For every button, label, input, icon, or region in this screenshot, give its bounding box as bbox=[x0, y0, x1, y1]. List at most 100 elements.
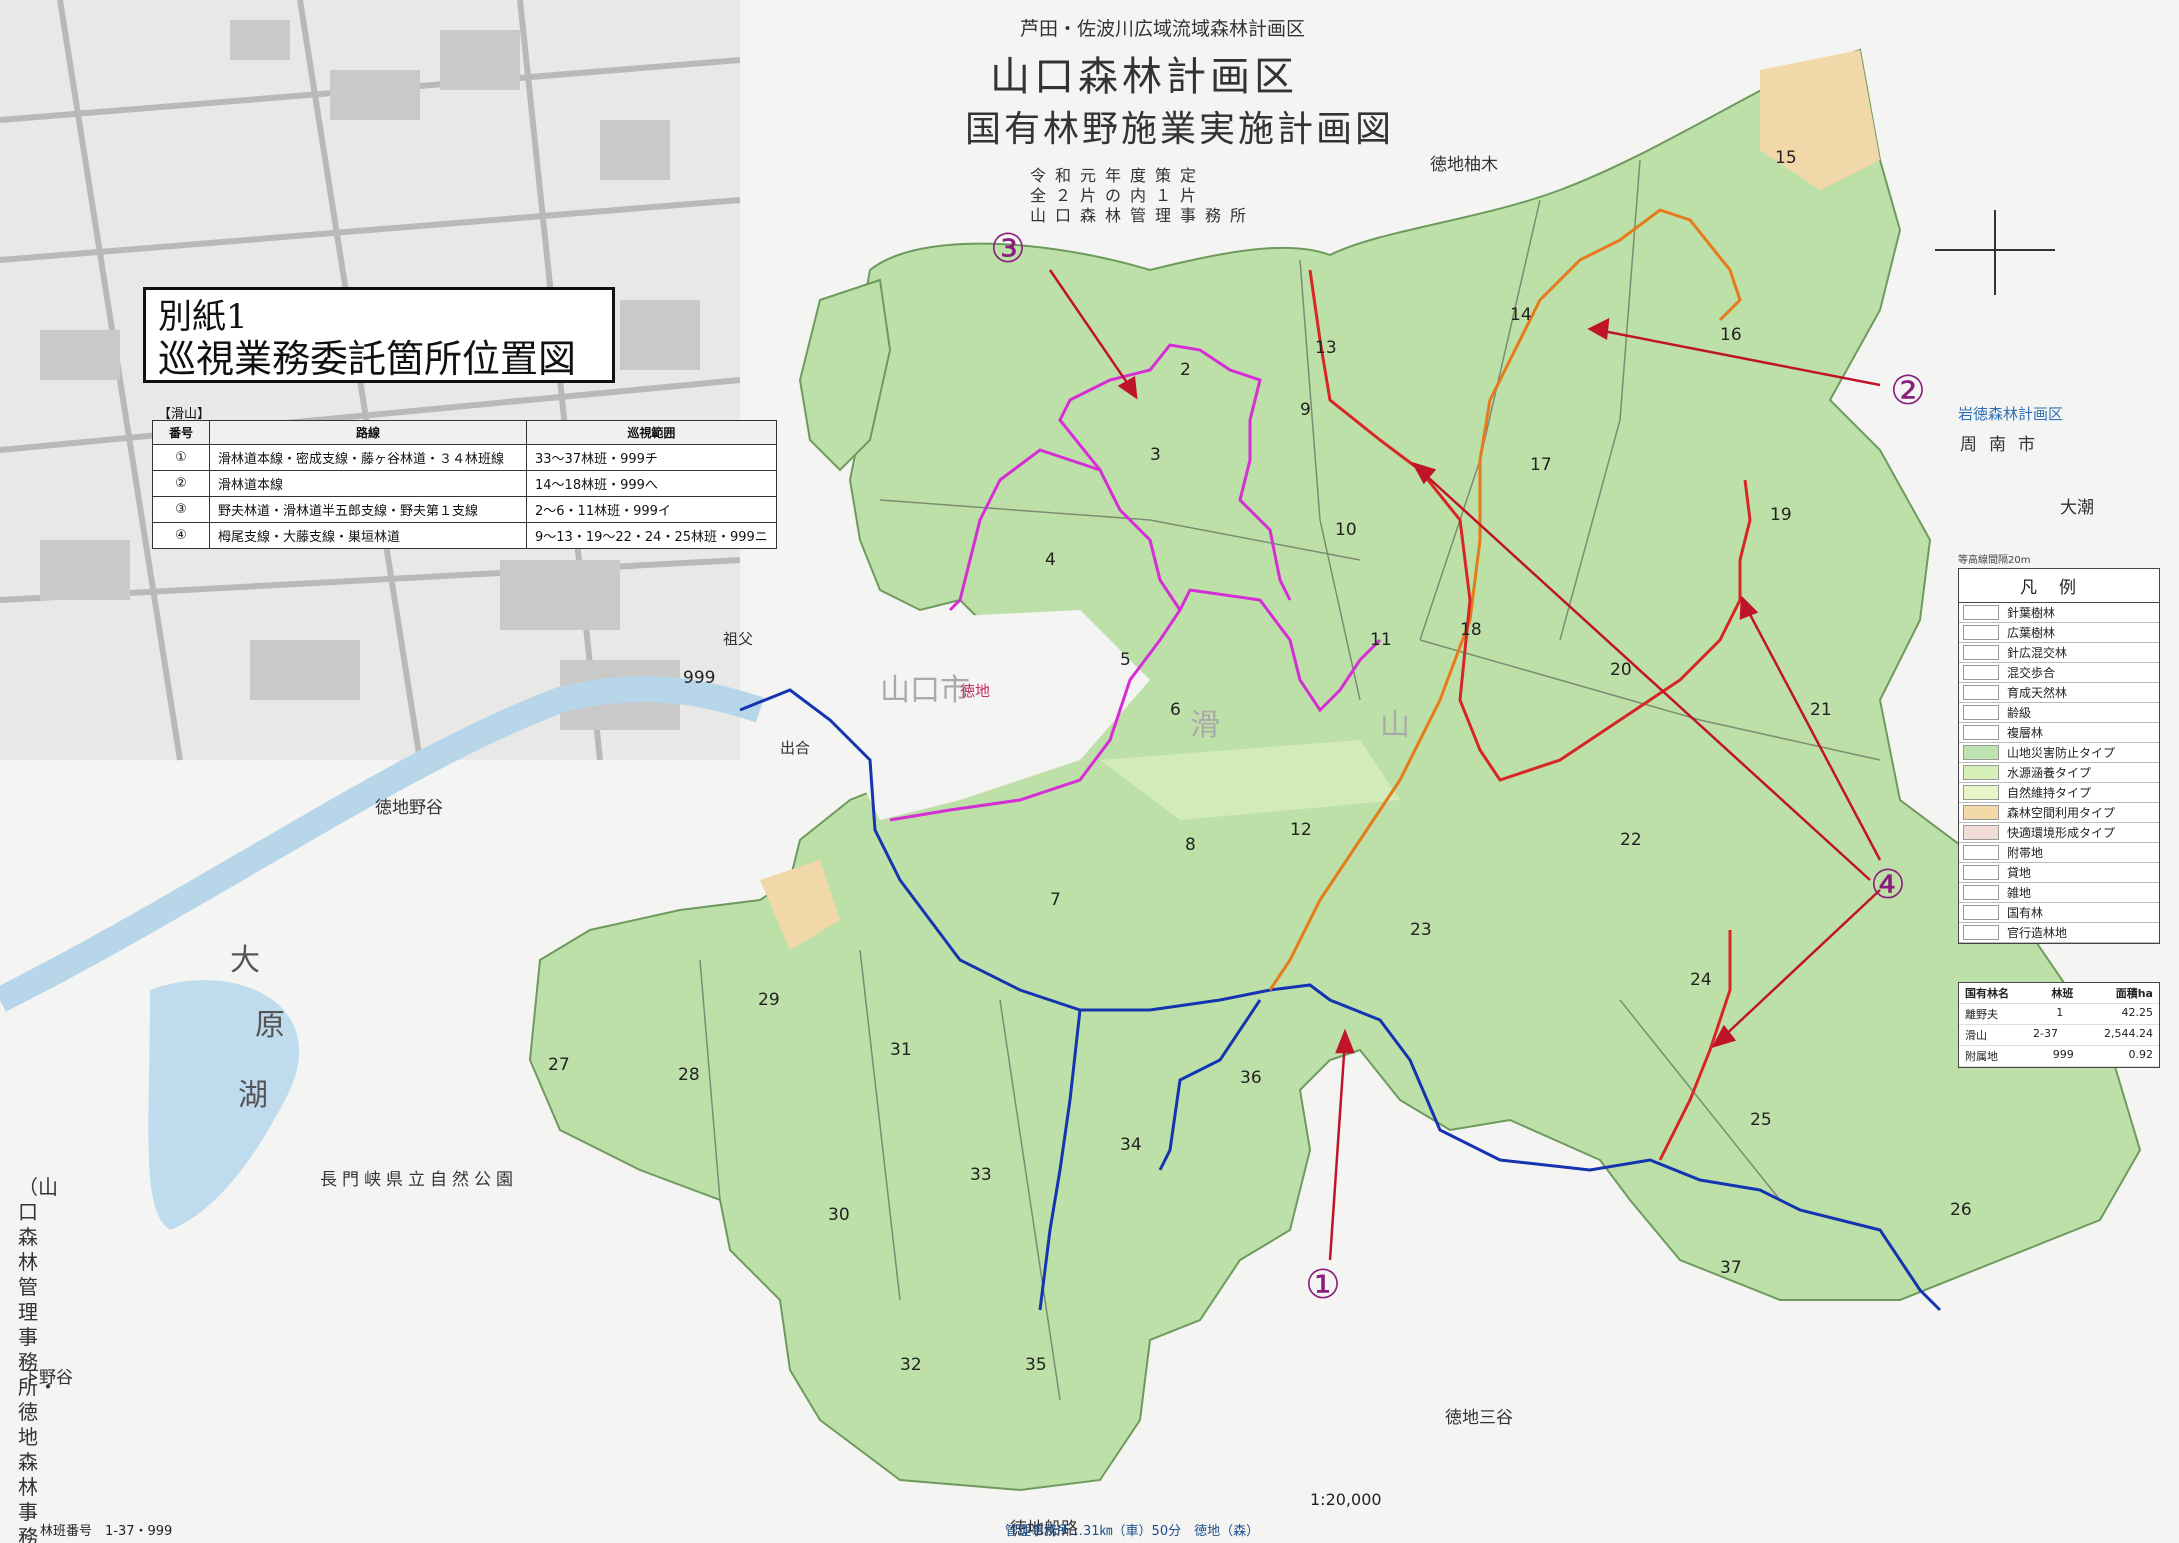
compartment-number: 5 bbox=[1120, 650, 1131, 670]
legend-label: 国有林 bbox=[2007, 906, 2044, 920]
office-side-note: （山口森林管理事務所・徳地森林事務所） bbox=[18, 1175, 58, 1543]
place-nagato-park: 長門峡県立自然公園 bbox=[320, 1170, 518, 1190]
legend-item: 育成天然林 bbox=[1959, 683, 2159, 703]
legend-item: 国有林 bbox=[1959, 903, 2159, 923]
routes-heading: 【滑山】 bbox=[158, 407, 211, 422]
compartment-number: 35 bbox=[1025, 1355, 1047, 1375]
legend-label: 山地災害防止タイプ bbox=[2007, 746, 2116, 760]
legend-label: 針葉樹林 bbox=[2007, 606, 2056, 620]
compartment-number: 10 bbox=[1335, 520, 1357, 540]
place-sobu: 祖父 bbox=[723, 630, 754, 648]
place-noyadani: 徳地野谷 bbox=[375, 798, 443, 818]
compartment-number: 32 bbox=[900, 1355, 922, 1375]
legend-item: 水源涵養タイプ bbox=[1959, 763, 2159, 783]
legend-label: 針広混交林 bbox=[2007, 646, 2068, 660]
legend-swatch bbox=[1963, 645, 1999, 660]
legend-swatch bbox=[1963, 765, 1999, 780]
route-1-branch-b bbox=[1158, 999, 1262, 1171]
legend-swatch bbox=[1963, 625, 1999, 640]
legend-item: 山地災害防止タイプ bbox=[1959, 743, 2159, 763]
route-name: 滑林道本線・密成支線・藤ヶ谷林道・３４林班線 bbox=[209, 444, 527, 471]
route-name: 野夫林道・滑林道半五郎支線・野夫第１支線 bbox=[209, 496, 527, 523]
compartment-number: 3 bbox=[1150, 445, 1161, 465]
compartment-number: 14 bbox=[1510, 305, 1532, 325]
table-row: ③ 野夫林道・滑林道半五郎支線・野夫第１支線 2〜6・11林班・999イ bbox=[152, 496, 777, 523]
map-scale: 1:20,000 bbox=[1310, 1490, 1382, 1509]
compartment-number: 16 bbox=[1720, 325, 1742, 345]
area-name: 離野夫 bbox=[1965, 1008, 1998, 1021]
legend-label: 齢級 bbox=[2007, 706, 2032, 720]
forest-detached bbox=[798, 278, 892, 472]
plan-region-subtitle: 芦田・佐波川広域流域森林計画区 bbox=[1020, 18, 1306, 40]
compartment-number: 33 bbox=[970, 1165, 992, 1185]
callout-3: ③ bbox=[990, 226, 1026, 272]
compartment-number: 8 bbox=[1185, 835, 1196, 855]
legend-label: 水源涵養タイプ bbox=[2007, 766, 2092, 780]
plan-line-1: 令和元年度策定 bbox=[1030, 166, 1206, 185]
compartment-number: 999 bbox=[683, 668, 716, 688]
town-blocks bbox=[40, 20, 700, 730]
legend-label: 官行造林地 bbox=[2007, 926, 2068, 940]
place-lake-1: 大 bbox=[230, 943, 260, 978]
contour-note: 等高線間隔20m bbox=[1958, 555, 2031, 566]
watershed-zone bbox=[1100, 740, 1400, 820]
map-title: 山口森林計画区 bbox=[990, 54, 1298, 100]
route-1-branch-a bbox=[1038, 1009, 1082, 1311]
legend-label: 育成天然林 bbox=[2007, 686, 2068, 700]
area-compartment: 1 bbox=[2056, 1006, 2064, 1019]
area-header: 林班 bbox=[2051, 987, 2074, 1000]
legend-label: 複層林 bbox=[2007, 726, 2044, 740]
place-shunan: 周南市 bbox=[1960, 435, 2047, 455]
compartment-number: 6 bbox=[1170, 700, 1181, 720]
legend-swatch bbox=[1963, 905, 1999, 920]
callout-4: ④ bbox=[1870, 862, 1906, 908]
legend-title: 凡例 bbox=[1959, 569, 2159, 603]
callout-arrows bbox=[1048, 269, 1882, 1261]
legend-swatch bbox=[1963, 705, 1999, 720]
route-number: ③ bbox=[152, 496, 210, 523]
place-area2: 山 bbox=[1380, 708, 1410, 743]
area-name: 附属地 bbox=[1965, 1050, 1998, 1063]
route-range: 2〜6・11林班・999イ bbox=[526, 496, 777, 523]
route-3-magenta bbox=[889, 343, 1382, 822]
legend-swatch bbox=[1963, 725, 1999, 740]
compartment-number: 12 bbox=[1290, 820, 1312, 840]
legend-swatch bbox=[1963, 825, 1999, 840]
legend-item: 齢級 bbox=[1959, 703, 2159, 723]
compartment-number: 30 bbox=[828, 1205, 850, 1225]
compartment-number: 23 bbox=[1410, 920, 1432, 940]
compartment-number: 25 bbox=[1750, 1110, 1772, 1130]
compartment-number: 21 bbox=[1810, 700, 1832, 720]
compartment-number: 7 bbox=[1050, 890, 1061, 910]
area-compartment: 2-37 bbox=[2033, 1027, 2058, 1040]
place-funaji: 徳地船路 bbox=[1010, 1519, 1078, 1539]
compartment-number: 20 bbox=[1610, 660, 1632, 680]
plan-line-3: 山口森林管理事務所 bbox=[1030, 206, 1256, 225]
plan-line-2: 全２片の内１片 bbox=[1030, 186, 1206, 205]
legend-label: 附帯地 bbox=[2007, 846, 2044, 860]
legend-swatch bbox=[1963, 925, 1999, 940]
area-name: 滑山 bbox=[1965, 1029, 1987, 1042]
compartment-number: 27 bbox=[548, 1055, 570, 1075]
route-2-orange bbox=[1268, 208, 1742, 991]
routes-header: 巡視範囲 bbox=[526, 420, 777, 445]
place-city: 山口市 bbox=[880, 673, 970, 708]
river bbox=[0, 676, 765, 1012]
legend-item: 針広混交林 bbox=[1959, 643, 2159, 663]
area-value: 42.25 bbox=[2121, 1006, 2154, 1019]
place-deai: 出合 bbox=[780, 739, 811, 757]
legend-label: 広葉樹林 bbox=[2007, 626, 2056, 640]
area-table: 国有林名 林班 面積ha 離野夫 1 42.25 滑山 2-37 2,544.2… bbox=[1958, 982, 2160, 1068]
route-name: 栂尾支線・大藤支線・巣垣林道 bbox=[209, 522, 527, 549]
table-row: ① 滑林道本線・密成支線・藤ヶ谷林道・３４林班線 33〜37林班・999チ bbox=[152, 444, 777, 471]
legend-label: 貸地 bbox=[2007, 866, 2032, 880]
legend-item: 快適環境形成タイプ bbox=[1959, 823, 2159, 843]
routes-header: 路線 bbox=[209, 420, 527, 445]
footer-compartments: 林班番号 1-37・999 bbox=[40, 1524, 173, 1539]
callout-2: ② bbox=[1890, 368, 1926, 414]
compartment-number: 9 bbox=[1300, 400, 1311, 420]
legend-item: 森林空間利用タイプ bbox=[1959, 803, 2159, 823]
route-range: 14〜18林班・999へ bbox=[526, 470, 777, 497]
route-number: ① bbox=[152, 444, 210, 471]
